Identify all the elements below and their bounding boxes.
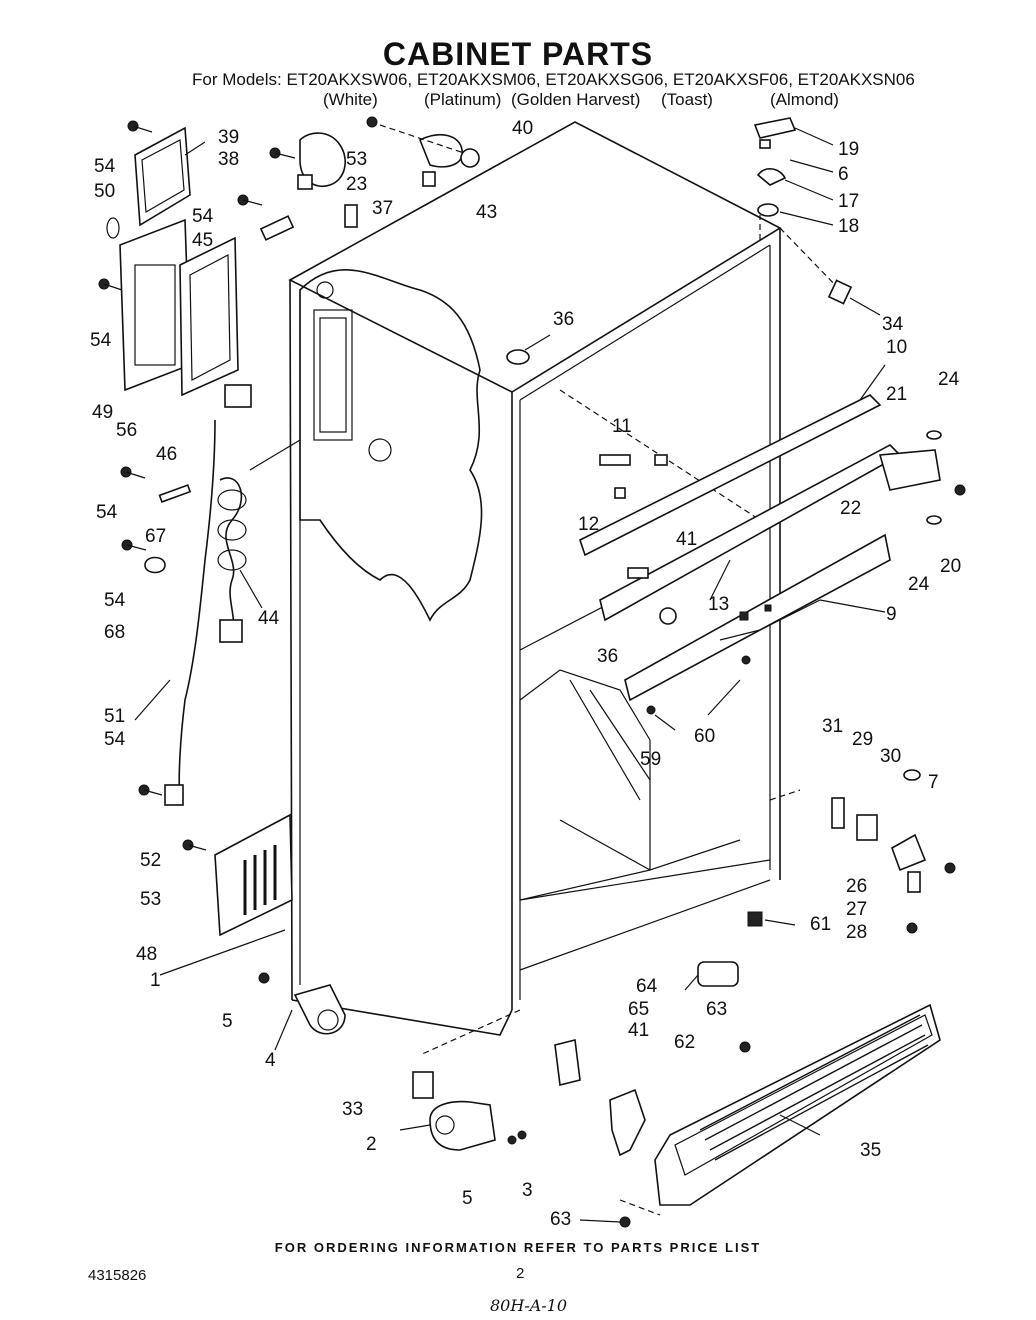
part-label: 35 bbox=[860, 1140, 881, 1161]
part-label: 33 bbox=[342, 1099, 363, 1120]
part-label: 21 bbox=[886, 384, 907, 405]
part-label: 24 bbox=[908, 574, 930, 595]
handwritten-note: 80H-A-10 bbox=[490, 1296, 568, 1315]
part-label: 48 bbox=[136, 944, 157, 965]
color-white: (White) bbox=[323, 90, 378, 109]
part-label: 36 bbox=[597, 646, 618, 667]
part-label: 37 bbox=[372, 198, 393, 219]
part-label: 22 bbox=[840, 498, 861, 519]
part-label: 50 bbox=[94, 181, 115, 202]
part-label: 23 bbox=[346, 174, 367, 195]
part-label: 17 bbox=[838, 191, 859, 212]
part-label: 54 bbox=[104, 729, 126, 750]
part-label: 2 bbox=[366, 1134, 377, 1155]
color-almond: (Almond) bbox=[770, 90, 839, 109]
part-label: 34 bbox=[882, 314, 904, 335]
part-label: 5 bbox=[462, 1188, 473, 1209]
part-label: 60 bbox=[694, 726, 715, 747]
part-label: 65 bbox=[628, 999, 649, 1020]
part-label: 20 bbox=[940, 556, 961, 577]
part-label: 49 bbox=[92, 402, 113, 423]
part-label: 56 bbox=[116, 420, 137, 441]
document-number: 4315826 bbox=[88, 1267, 147, 1284]
part-label: 36 bbox=[553, 309, 574, 330]
part-label: 12 bbox=[578, 514, 599, 535]
part-label: 41 bbox=[676, 529, 697, 550]
right-side-parts bbox=[506, 117, 966, 934]
part-label: 62 bbox=[674, 1032, 695, 1053]
part-label: 53 bbox=[346, 149, 367, 170]
part-label: 51 bbox=[104, 706, 125, 727]
page-number: 2 bbox=[516, 1265, 525, 1282]
part-label: 54 bbox=[192, 206, 214, 227]
part-label: 44 bbox=[258, 608, 280, 629]
part-label: 54 bbox=[90, 330, 112, 351]
part-label: 5 bbox=[222, 1011, 233, 1032]
part-label: 54 bbox=[96, 502, 118, 523]
part-label: 68 bbox=[104, 622, 125, 643]
part-label: 24 bbox=[938, 369, 960, 390]
part-label: 4 bbox=[265, 1050, 276, 1071]
page-title: CABINET PARTS bbox=[382, 36, 654, 72]
ordering-note: FOR ORDERING INFORMATION REFER TO PARTS … bbox=[274, 1240, 762, 1255]
part-label: 7 bbox=[928, 772, 939, 793]
part-label: 1 bbox=[150, 970, 161, 991]
part-label: 63 bbox=[706, 999, 727, 1020]
part-label: 18 bbox=[838, 216, 859, 237]
part-label: 27 bbox=[846, 899, 867, 920]
part-label: 64 bbox=[636, 976, 658, 997]
part-label: 31 bbox=[822, 716, 843, 737]
color-golden-harvest: (Golden Harvest) bbox=[511, 90, 641, 109]
part-label: 3 bbox=[522, 1180, 533, 1201]
shelf-rails bbox=[579, 394, 902, 702]
part-label: 38 bbox=[218, 149, 239, 170]
part-label: 29 bbox=[852, 729, 873, 750]
part-label: 52 bbox=[140, 850, 161, 871]
left-side-parts bbox=[98, 116, 480, 984]
part-label: 39 bbox=[218, 127, 239, 148]
part-label: 61 bbox=[810, 914, 831, 935]
part-label: 53 bbox=[140, 889, 161, 910]
part-label: 30 bbox=[880, 746, 901, 767]
part-label: 9 bbox=[886, 604, 897, 625]
part-label: 43 bbox=[476, 202, 497, 223]
part-label: 59 bbox=[640, 749, 661, 770]
part-label: 10 bbox=[886, 337, 907, 358]
leader-lines bbox=[134, 127, 886, 1223]
part-label: 54 bbox=[94, 156, 116, 177]
part-label: 40 bbox=[512, 118, 533, 139]
part-labels: 54 39 38 50 53 40 23 37 43 19 6 17 18 54… bbox=[90, 118, 961, 1230]
part-label: 28 bbox=[846, 922, 867, 943]
part-label: 13 bbox=[708, 594, 729, 615]
part-label: 46 bbox=[156, 444, 177, 465]
models-line: For Models: ET20AKXSW06, ET20AKXSM06, ET… bbox=[192, 70, 915, 89]
color-toast: (Toast) bbox=[661, 90, 713, 109]
part-label: 67 bbox=[145, 526, 166, 547]
part-label: 6 bbox=[838, 164, 849, 185]
part-label: 19 bbox=[838, 139, 859, 160]
part-label: 63 bbox=[550, 1209, 571, 1230]
part-label: 41 bbox=[628, 1020, 649, 1041]
part-label: 45 bbox=[192, 230, 213, 251]
part-label: 11 bbox=[612, 416, 632, 437]
bottom-parts bbox=[293, 961, 941, 1228]
part-label: 54 bbox=[104, 590, 126, 611]
color-platinum: (Platinum) bbox=[424, 90, 502, 109]
part-label: 26 bbox=[846, 876, 867, 897]
